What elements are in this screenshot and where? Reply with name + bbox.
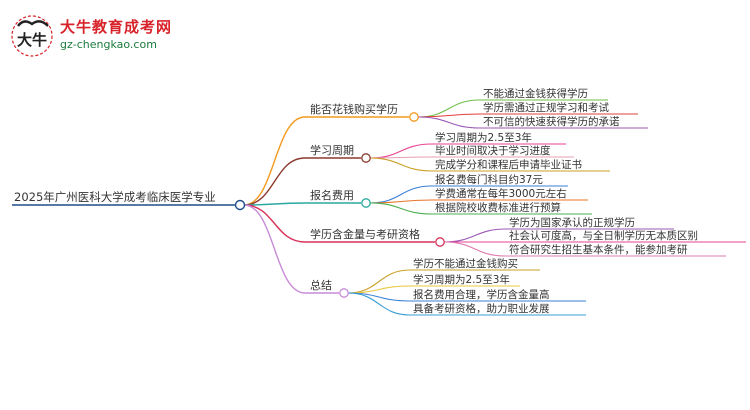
- root-node: [234, 199, 246, 211]
- leaf-label: 根据院校收费标准进行预算: [435, 201, 561, 214]
- leaf-label: 学费通常在每年3000元左右: [435, 187, 567, 200]
- leaf-label: 符合研究生招生基本条件，能参加考研: [509, 243, 688, 256]
- branch-label: 总结: [310, 278, 332, 292]
- brand-url: gz-chengkao.com: [60, 38, 157, 51]
- leaf-edge: [417, 116, 481, 129]
- bull-logo-icon: 大牛: [11, 15, 53, 57]
- leaf-edge: [369, 202, 433, 215]
- leaf-edge: [443, 228, 507, 243]
- leaf-edge: [369, 143, 433, 159]
- branch-edge: [243, 157, 306, 206]
- logo-seal-text: 大牛: [17, 31, 47, 49]
- branch-edge: [243, 204, 306, 243]
- leaf-label: 不能通过金钱获得学历: [483, 87, 588, 100]
- leaf-label: 完成学分和课程后申请毕业证书: [435, 158, 582, 171]
- brand-logo: 大牛 大牛教育成考网 gz-chengkao.com: [10, 14, 173, 58]
- brand-name: 大牛教育成考网: [60, 18, 173, 36]
- leaf-label: 学历不能通过金钱购买: [413, 257, 518, 270]
- branch-node: [339, 288, 349, 298]
- branch-label: 能否花钱购买学历: [310, 102, 398, 116]
- branch-edge: [243, 202, 306, 206]
- branch-node: [361, 198, 371, 208]
- leaf-label: 学历需通过正规学习和考试: [483, 101, 609, 114]
- leaf-label: 学习周期为2.5至3年: [435, 131, 532, 144]
- leaf-edge: [369, 157, 433, 172]
- leaf-label: 毕业时间取决于学习进度: [435, 144, 551, 157]
- leaf-edge: [347, 292, 411, 316]
- leaf-label: 学习周期为2.5至3年: [413, 273, 510, 286]
- branch-node: [361, 153, 371, 163]
- leaf-label: 不可信的快速获得学历的承诺: [483, 115, 620, 128]
- branch-label: 报名费用: [310, 188, 354, 202]
- leaf-label: 具备考研资格，助力职业发展: [413, 302, 550, 315]
- leaf-label: 社会认可度高，与全日制学历无本质区别: [509, 229, 698, 242]
- branch-edge: [243, 116, 306, 206]
- leaf-label: 报名费用合理，学历含金量高: [413, 288, 550, 301]
- branch-node: [435, 237, 445, 247]
- mindmap-nodes: 2025年广州医科大学成考临床医学专业 能否花钱购买学历 不能通过金钱获得学历学历需…: [14, 87, 698, 315]
- leaf-edge: [417, 113, 481, 118]
- leaf-label: 学历为国家承认的正规学历: [509, 216, 635, 229]
- mindmap-edges: [12, 99, 746, 316]
- branch-node: [409, 112, 419, 122]
- leaf-edge: [443, 241, 507, 257]
- leaf-edge: [369, 199, 433, 204]
- root-label: 2025年广州医科大学成考临床医学专业: [14, 190, 216, 204]
- branch-label: 学习周期: [310, 143, 354, 157]
- leaf-label: 报名费每门科目约37元: [435, 173, 543, 186]
- branch-label: 学历含金量与考研资格: [310, 227, 420, 241]
- branch-edge: [243, 204, 306, 294]
